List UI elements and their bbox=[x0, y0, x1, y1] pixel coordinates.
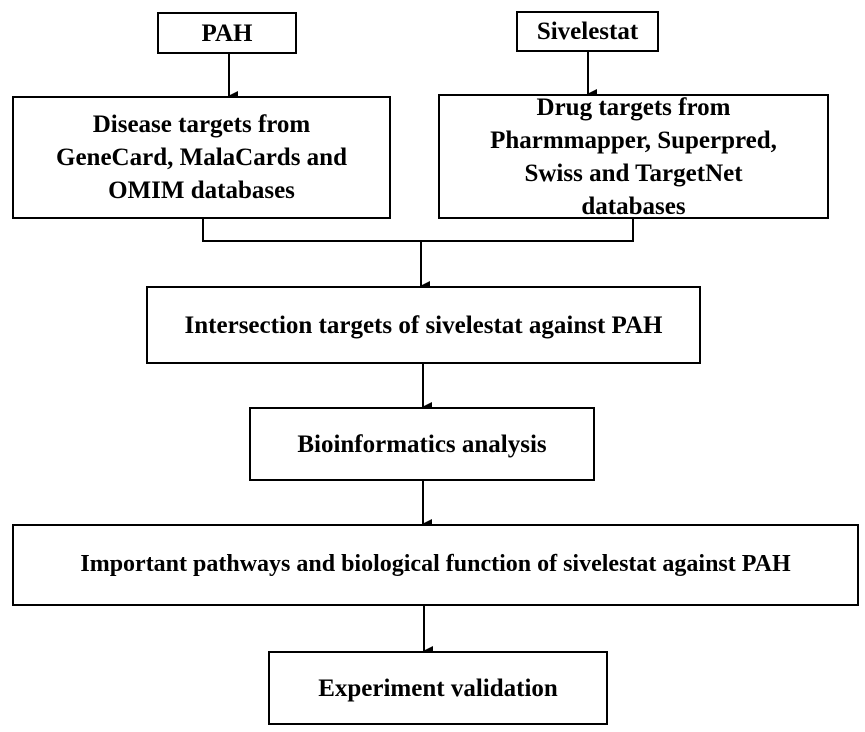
sivelestat-box: Sivelestat bbox=[516, 11, 659, 52]
sivelestat-label: Sivelestat bbox=[536, 18, 639, 45]
disease-targets-line-3: OMIM databases bbox=[108, 177, 295, 204]
disease-targets-line-1: Disease targets from bbox=[92, 111, 311, 138]
pah-label: PAH bbox=[201, 19, 253, 47]
intersection-label: Intersection targets of sivelestat again… bbox=[184, 311, 663, 339]
bioinformatics-label: Bioinformatics analysis bbox=[297, 430, 547, 458]
disease-targets-box: Disease targets from GeneCard, MalaCards… bbox=[12, 96, 391, 219]
drug-targets-line-4: databases bbox=[581, 192, 686, 220]
pathways-box: Important pathways and biological functi… bbox=[12, 524, 859, 606]
drug-targets-box: Drug targets from Pharmmapper, Superpred… bbox=[438, 93, 829, 220]
pathways-label: Important pathways and biological functi… bbox=[80, 551, 791, 578]
pah-box: PAH bbox=[157, 12, 297, 54]
drug-targets-line-2: Pharmmapper, Superpred, bbox=[490, 126, 777, 154]
merge-connector bbox=[202, 219, 634, 242]
drug-targets-line-3: Swiss and TargetNet bbox=[524, 159, 743, 187]
disease-targets-line-2: GeneCard, MalaCards and bbox=[56, 144, 347, 171]
validation-box: Experiment validation bbox=[268, 651, 608, 725]
bioinformatics-box: Bioinformatics analysis bbox=[249, 407, 595, 481]
drug-targets-line-1: Drug targets from bbox=[536, 93, 731, 121]
validation-label: Experiment validation bbox=[318, 674, 558, 702]
intersection-box: Intersection targets of sivelestat again… bbox=[146, 286, 701, 364]
